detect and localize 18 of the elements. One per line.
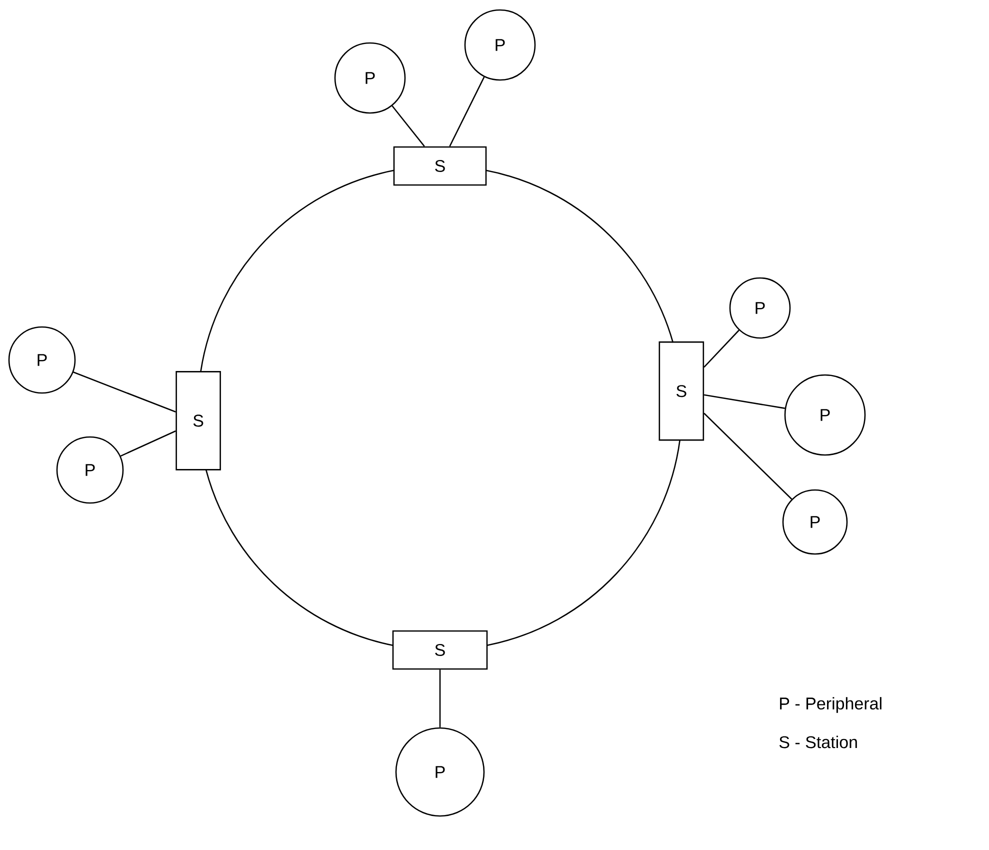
connector-line	[704, 330, 740, 368]
ring-line	[486, 170, 674, 343]
station-box: S	[658, 341, 704, 441]
legend-text: S - Station	[779, 736, 857, 748]
connector-line	[120, 430, 176, 457]
connector-line	[439, 670, 441, 728]
ring-line	[486, 440, 680, 646]
connector-line	[73, 372, 176, 412]
connector-line	[704, 412, 792, 500]
ring-line	[200, 170, 394, 372]
ring-line	[205, 469, 394, 646]
connector-line	[449, 76, 485, 147]
connector-line	[704, 394, 786, 409]
station-box: S	[392, 630, 488, 670]
station-box: S	[176, 371, 221, 470]
station-box: S	[393, 146, 487, 186]
connector-line	[392, 105, 425, 147]
legend-text: P - Peripheral	[780, 697, 882, 713]
